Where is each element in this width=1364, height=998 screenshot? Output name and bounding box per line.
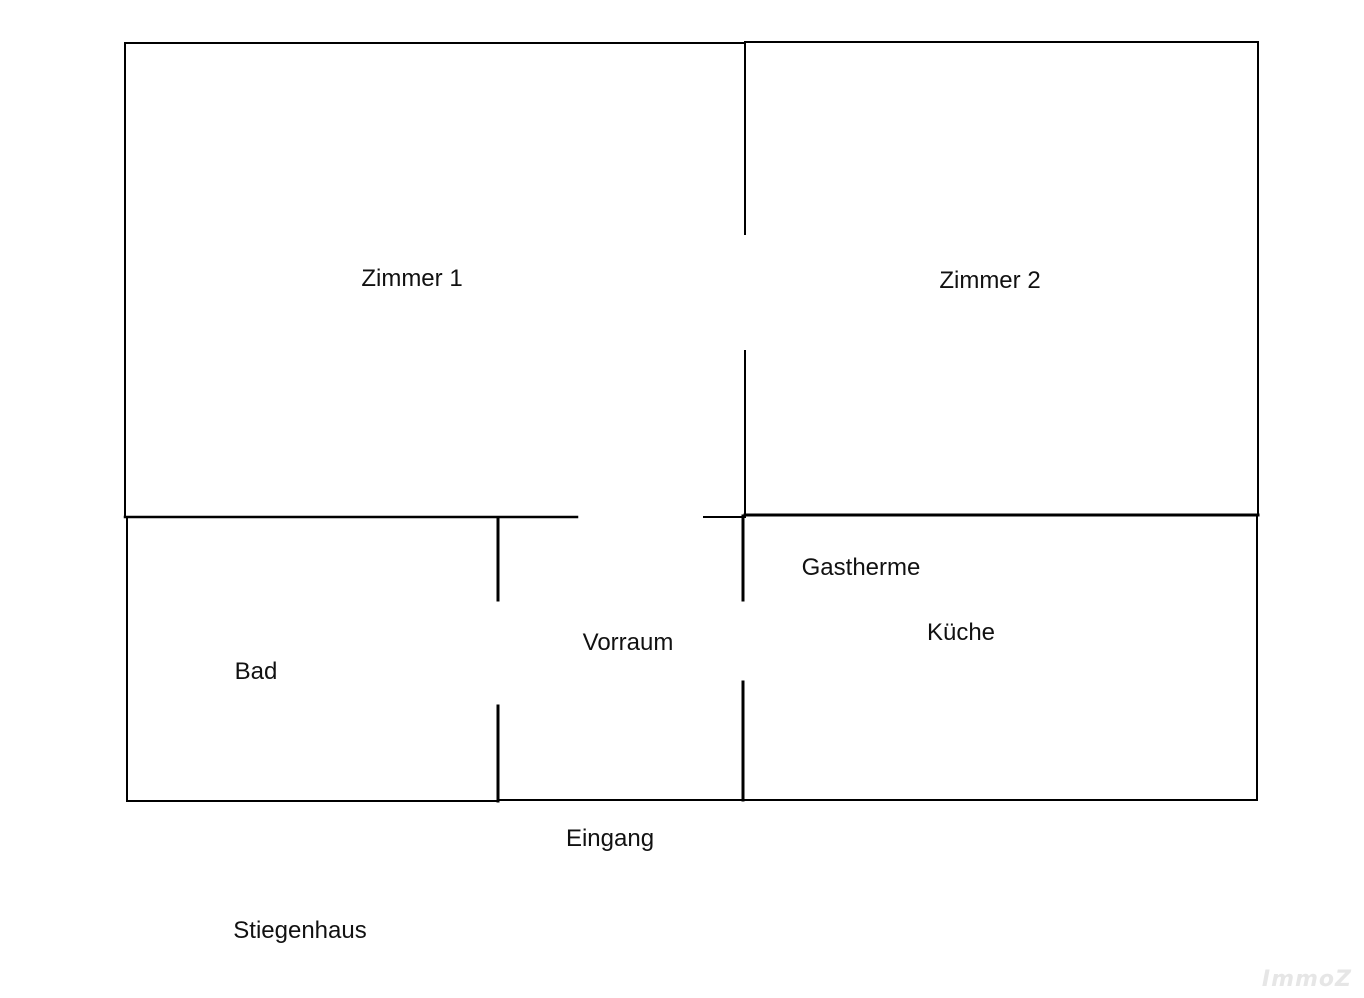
- label-eingang: Eingang: [565, 825, 655, 852]
- room-label-vorraum: Vorraum: [582, 629, 674, 656]
- room-label-zimmer-2: Zimmer 2: [939, 267, 1041, 294]
- room-label-bad: Bad: [234, 658, 278, 685]
- label-gastherme: Gastherme: [801, 554, 921, 581]
- room-label-zimmer-1: Zimmer 1: [361, 265, 463, 292]
- room-label-kueche: Küche: [926, 619, 996, 646]
- watermark-logo: ImmoZ: [1261, 967, 1352, 992]
- label-stiegenhaus: Stiegenhaus: [233, 917, 367, 944]
